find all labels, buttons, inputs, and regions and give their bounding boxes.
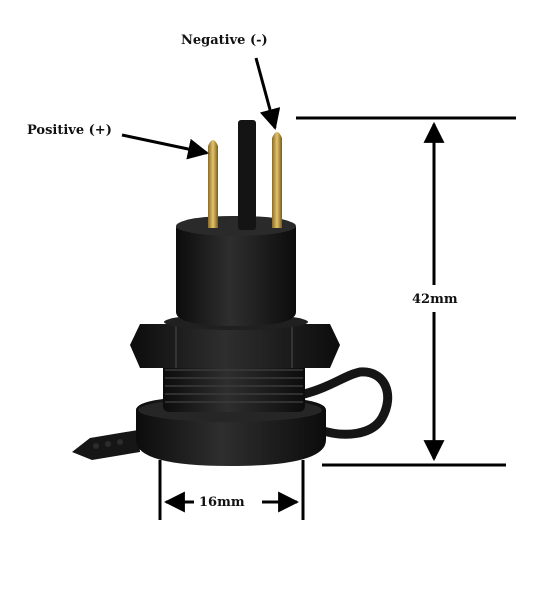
positive-terminal [208, 140, 218, 228]
negative-terminal [272, 132, 282, 228]
width-dimension [158, 460, 305, 520]
negative-label: Negative (-) [181, 33, 268, 48]
center-blade [238, 120, 256, 230]
positive-pointer-arrow [121, 133, 210, 160]
connector-body [176, 216, 296, 326]
positive-label: Positive (+) [27, 123, 112, 138]
height-label: 42mm [412, 292, 458, 307]
width-label: 16mm [199, 495, 245, 510]
negative-pointer-arrow [254, 57, 281, 131]
threaded-barrel [163, 362, 305, 412]
cap-strap-loop [295, 367, 393, 439]
hex-nut [130, 324, 340, 368]
height-dimension [296, 116, 516, 467]
socket-connector-photo [72, 120, 393, 466]
